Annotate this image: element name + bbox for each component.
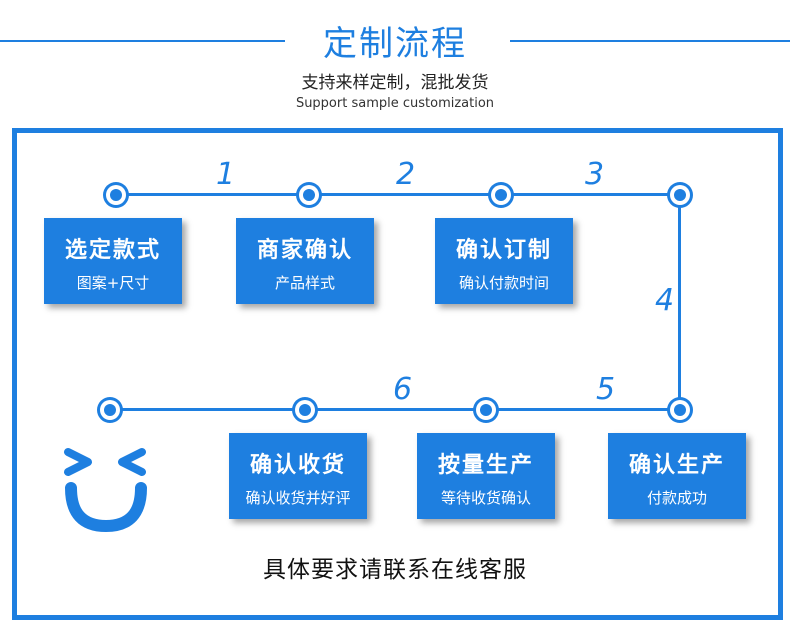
node-bottom-4 <box>667 397 693 423</box>
node-top-1 <box>103 182 129 208</box>
header-rule-right <box>510 40 790 42</box>
step-card-title: 商家确认 <box>256 238 353 263</box>
step-card-desc: 确认收货并好评 <box>245 489 351 507</box>
step-card-4: 确认生产 付款成功 <box>608 433 746 519</box>
step-number-6: 6 <box>393 372 413 407</box>
page-subtitle-english: Support sample customization <box>295 96 495 111</box>
step-number-4: 4 <box>655 283 675 318</box>
step-number-3: 3 <box>585 157 605 192</box>
page-title: 定制流程 <box>323 24 467 64</box>
step-number-1: 1 <box>216 157 236 192</box>
header-rule-left <box>0 40 285 42</box>
step-card-title: 确认收货 <box>249 453 346 478</box>
page-subtitle: 支持来样定制，混批发货 <box>301 73 489 93</box>
track-bottom <box>110 408 680 411</box>
step-card-desc: 图案+尺寸 <box>76 274 150 292</box>
track-right <box>678 195 681 410</box>
step-card-title: 确认订制 <box>455 238 552 263</box>
step-card-title: 选定款式 <box>64 238 161 263</box>
step-card-title: 按量生产 <box>437 453 534 478</box>
node-top-3 <box>488 182 514 208</box>
step-card-6: 确认收货 确认收货并好评 <box>229 433 367 519</box>
step-card-3: 确认订制 确认付款时间 <box>435 218 573 304</box>
node-top-4 <box>667 182 693 208</box>
step-card-1: 选定款式 图案+尺寸 <box>44 218 182 304</box>
step-number-2: 2 <box>396 157 416 192</box>
step-card-desc: 等待收货确认 <box>440 489 531 507</box>
node-bottom-1 <box>97 397 123 423</box>
node-bottom-3 <box>473 397 499 423</box>
process-frame <box>12 128 783 620</box>
step-card-desc: 确认付款时间 <box>458 274 549 292</box>
node-bottom-2 <box>292 397 318 423</box>
step-card-5: 按量生产 等待收货确认 <box>417 433 555 519</box>
node-top-2 <box>296 182 322 208</box>
contact-note: 具体要求请联系在线客服 <box>263 557 527 583</box>
step-card-desc: 付款成功 <box>646 489 707 507</box>
step-card-2: 商家确认 产品样式 <box>236 218 374 304</box>
step-card-desc: 产品样式 <box>274 274 335 292</box>
step-number-5: 5 <box>596 372 616 407</box>
smiley-face-icon <box>64 448 147 533</box>
track-top <box>115 193 680 196</box>
step-card-title: 确认生产 <box>628 453 725 478</box>
